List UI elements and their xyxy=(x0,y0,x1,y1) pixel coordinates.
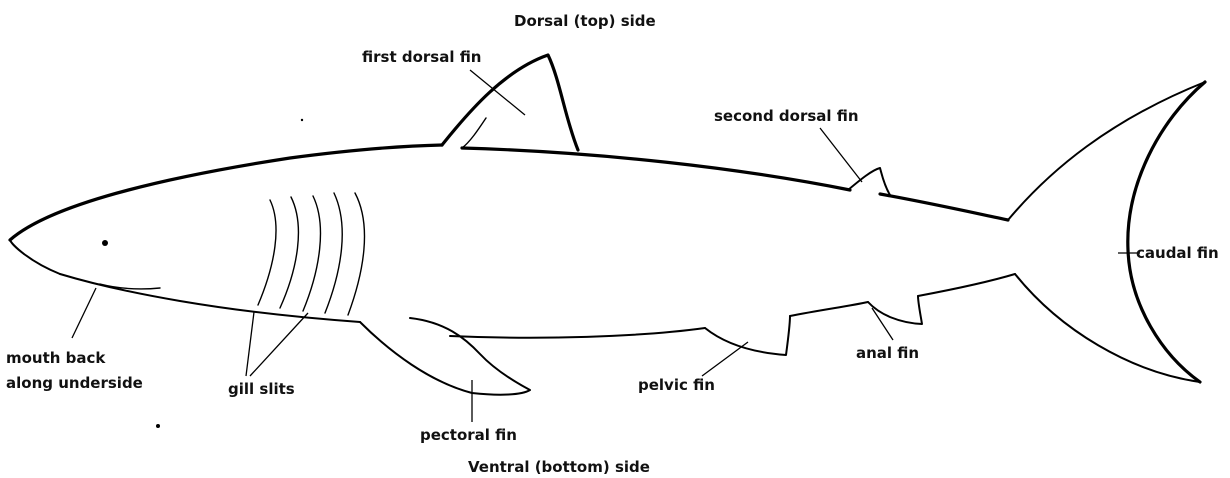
gill-slits-shape xyxy=(258,193,364,315)
mouth-label-line2: along underside xyxy=(6,374,143,392)
pectoral-fin-shape xyxy=(360,318,530,395)
mouth-leader xyxy=(72,288,96,338)
pelvic-fin-shape xyxy=(705,316,790,355)
speck xyxy=(156,424,160,428)
caudal-fin-label: caudal fin xyxy=(1136,244,1219,262)
dorsal-side-label: Dorsal (top) side xyxy=(514,12,656,30)
eye-dot xyxy=(102,240,108,246)
first-dorsal-fin-leader xyxy=(470,70,525,115)
pelvic-fin-leader xyxy=(702,342,748,376)
gill-slits-leader-2 xyxy=(250,313,308,376)
mouth-label-line1: mouth back xyxy=(6,349,106,367)
caudal-fin-shape xyxy=(1008,82,1205,382)
shark-body xyxy=(10,145,1015,338)
pectoral-fin-label: pectoral fin xyxy=(420,426,517,444)
anal-fin-shape xyxy=(868,296,922,324)
first-dorsal-fin-label: first dorsal fin xyxy=(362,48,482,66)
gill-slits-leader-1 xyxy=(246,312,254,376)
second-dorsal-fin-leader xyxy=(820,128,862,182)
pelvic-fin-label: pelvic fin xyxy=(638,376,715,394)
second-dorsal-fin-label: second dorsal fin xyxy=(714,107,859,125)
gill-slits-label: gill slits xyxy=(228,380,295,398)
anal-fin-label: anal fin xyxy=(856,344,919,362)
ventral-side-label: Ventral (bottom) side xyxy=(468,458,650,476)
speck xyxy=(301,119,303,121)
